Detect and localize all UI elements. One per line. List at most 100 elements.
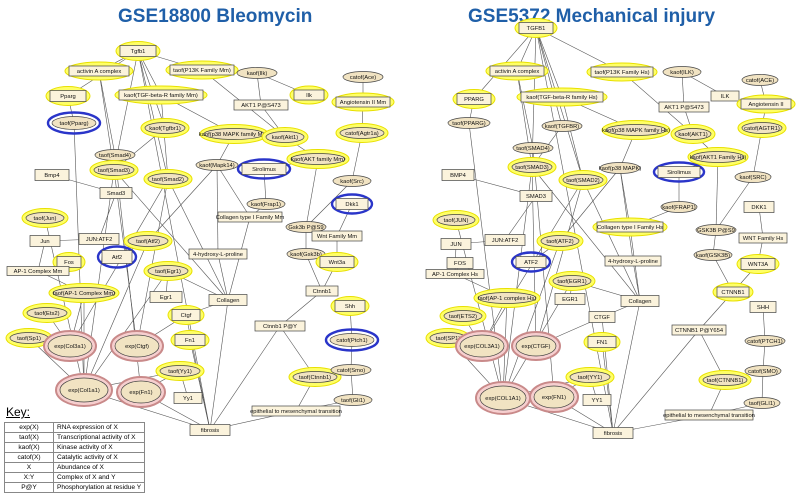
node-kaof-akt1: kaof(Akt1) [261,127,309,147]
edge-taof_smad2-to-exp_ctgf [136,178,169,347]
node-ap1: AP-1 Complex Hs [425,269,485,279]
edge-kaof_gsk3b-to-ctnnb1 [305,253,323,292]
node-taof-ets2: taof(Ets2) [22,303,72,323]
node-bmp4: Bmp4 [34,169,70,181]
node-label: AKT1 P@S473 [241,103,280,109]
edge-fn1-to-fibrosis [189,339,211,431]
node-label: catof(AGTR1) [744,126,780,132]
edge-activin-to-taof_smad4 [516,70,534,149]
node-collagen-family: Collagen type I Family Hs [592,217,668,237]
node-label: WNT3A [748,262,768,268]
node-exp-ctgf: exp(Ctgf) [110,330,164,362]
node-kaof-ilk: kaof(Ilk) [236,67,278,79]
node-label: taof(Pparg) [60,121,89,127]
node-label: taof(ETS2) [449,314,477,320]
node-kaof-frap1: kaof(FRAP1) [660,201,698,213]
edge-tgfb1-to-tgfbeta_r [535,27,563,98]
node-label: exp(Col1a1) [68,388,100,394]
node-label: taof(P13K Family Hs) [594,70,649,76]
node-label: taof(AP-1 Complex Mm) [53,291,115,297]
edge-collagen-to-fibrosis [208,299,229,431]
key-meaning: Phosphorylation at residue Y [52,482,146,493]
node-label: kaof(Mapk14) [199,163,235,169]
node-label: kaof(AKT1 Family Hs) [690,155,747,161]
node-label: Smad3 [107,191,125,197]
node-label: JUN:ATF2 [492,238,519,244]
node-taof-egr1: taof(Egr1) [143,261,193,281]
node-label: kaof(GSK3B) [696,253,730,259]
node-mapk14: kaof(p38 MAPK) [599,162,641,174]
node-gsk3b: GSK3B P@S9 [695,224,737,236]
node-kaof-ilk: kaof(ILK) [662,66,702,78]
node-tgfbeta-r: kaof(TGF-beta-R family Mm) [114,85,208,105]
node-p13k: taof(P13K Family Hs) [586,62,658,82]
edge-tgfbeta_r-to-taof_smad2 [561,96,584,181]
left-network: Tgfb1 activin A complex taof(P13K Family M… [5,41,395,436]
node-taof-ets2: taof(ETS2) [439,306,487,326]
node-label: catof(Ptch1) [336,338,367,344]
node-hydroxy: 4-hydroxy-L-proline [188,248,248,260]
node-label: taof(ATF2) [546,239,573,245]
node-wnt3a: WNT3A [736,254,780,274]
node-akt-family: kaof(AKT1 Family Hs) [687,147,749,167]
node-shh: Shh [330,296,370,316]
node-taof-ap1: taof(AP-1 Complex Mm) [48,283,120,303]
node-label: kaof(Src) [340,179,364,185]
node-catof-ptch1: catof(PTCH1) [744,335,786,347]
key-meaning: Transcriptional activity of X [52,432,146,443]
node-label: JUN:ATF2 [86,237,113,243]
node-label: Ctnnb1 [313,289,332,295]
node-label: ATF2 [524,260,538,266]
node-exp-col1a1: exp(COL1A1) [475,381,531,415]
node-label: catof(SMO) [748,369,778,375]
node-label: catof(Smo) [337,368,365,374]
key-notation: taof(X) [4,432,54,443]
node-catof-smo: catof(SMO) [744,365,782,377]
key-meaning: Abundance of X [52,462,146,473]
node-akt-family: kaof(AKT family Mm) [286,149,350,169]
node-label: Tgfb1 [131,49,146,55]
node-label: catof(ACE) [746,78,774,84]
edge-kaof_src-to-gsk3b [305,180,353,228]
node-label: epithelial to mesenchymal transition [250,409,342,415]
node-yy1: YY1 [582,394,612,406]
node-exp-col3a1: exp(Col3a1) [43,330,97,362]
node-wnt3a: Wnt3a [315,252,359,272]
node-label: exp(COL1A1) [485,396,521,402]
node-label: CTNNB1 [721,290,744,296]
node-label: epithelial to mesenchymal transition [663,413,755,419]
node-gsk3b: Gsk3b P@S9 [285,221,327,233]
node-sirolimus: Sirolimus [236,158,292,180]
node-label: taof(P13K Family Mm) [173,68,231,74]
node-label: FOS [454,261,466,267]
key-title: Key: [6,405,31,419]
node-activin: activin A complex [64,61,134,81]
edge-tgfb1-to-taof_tgfbr1 [535,27,563,127]
node-label: Collagen type I Family Mm [216,215,285,221]
node-label: Ctnnb1 P@Y [263,324,297,330]
node-label: exp(CTGF) [522,344,551,350]
edge-ctnnb1_p-to-fibrosis [612,329,700,434]
key-meaning: RNA expression of X [52,422,146,433]
node-kaof-akt1: kaof(AKT1) [670,124,716,144]
node-angio: Angiotensin II Mm [331,92,395,112]
node-label: Dkk1 [345,202,358,208]
node-label: Ctgf [181,313,192,319]
node-label: AP-1 Complex Mm [14,269,63,275]
node-dkk1: Dkk1 [330,193,374,215]
node-label: Pparg [60,94,75,100]
node-label: Wnt3a [329,260,347,266]
edge-taof_smad2-to-collagen [167,178,229,301]
node-exp-fn1: exp(FN1) [529,381,579,413]
node-label: kaof(FRAP1) [662,205,696,211]
node-p38: kaof(p38 MAPK family Hs) [601,120,671,140]
node-emt: epithelial to mesenchymal transition [250,405,342,417]
node-label: kaof(p38 MAPK family Hs) [602,128,670,134]
node-label: taof(Smad3) [98,168,130,174]
node-catof-agtr1a: catof(AGTR1) [737,118,787,138]
edge-mapk14-to-collagen_family [216,164,251,218]
edge-taof_smad3-to-exp_col1a1 [501,166,533,399]
key-notation: catof(X) [4,452,54,463]
node-label: exp(Fn1) [129,390,152,396]
